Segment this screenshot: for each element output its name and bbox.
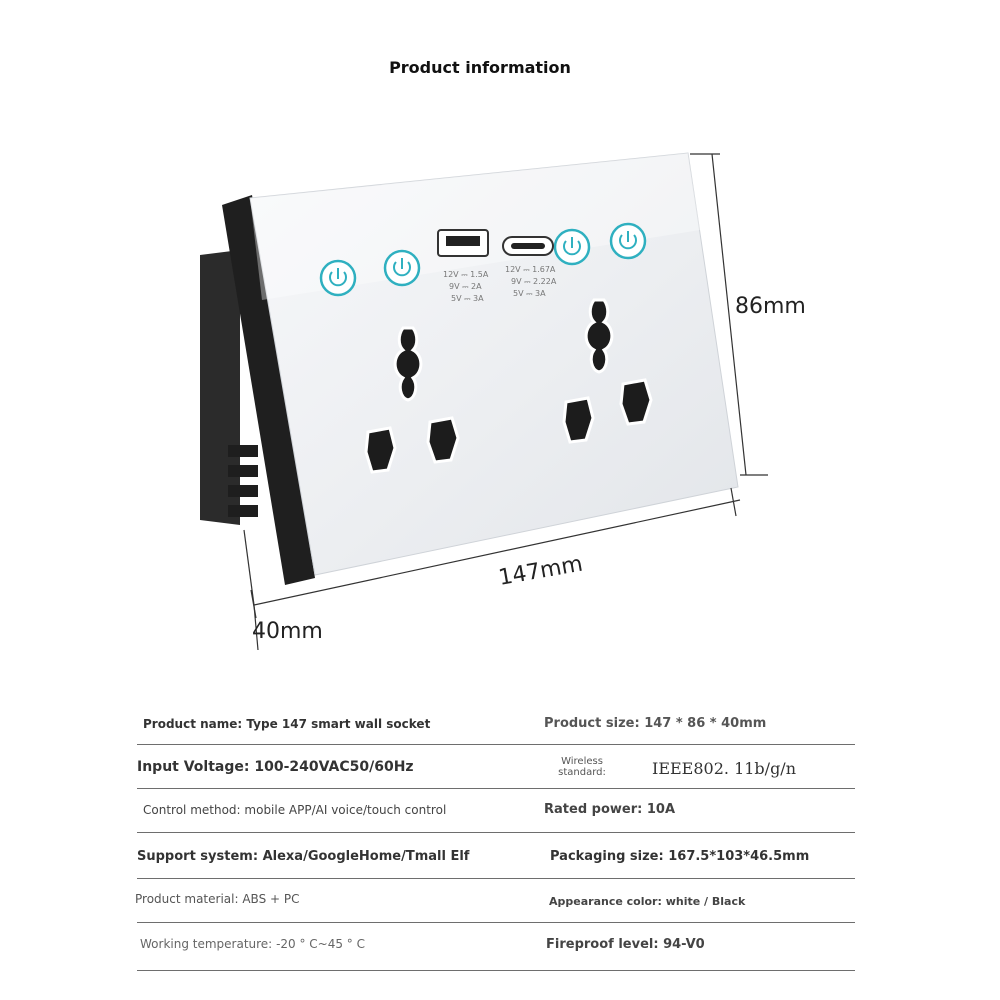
- product-name-field: Product name: Type 147 smart wall socket: [143, 717, 431, 731]
- usb-a-spec-3: 5V ⎓ 3A: [451, 294, 484, 303]
- depth-label: 40mm: [252, 619, 323, 644]
- socket-back-housing: [200, 195, 315, 585]
- touch-button-3[interactable]: [553, 228, 591, 266]
- spec-row-6: Working temperature: -20 ° C~45 ° C Fire…: [137, 923, 855, 971]
- usb-c-spec-2: 9V ⎓ 2.22A: [511, 277, 557, 286]
- usb-c-spec-3: 5V ⎓ 3A: [513, 289, 546, 298]
- spec-row-2: Input Voltage: 100-240VAC50/60Hz Wireles…: [137, 745, 855, 789]
- page-title: Product information: [389, 58, 571, 77]
- touch-button-4[interactable]: [609, 222, 647, 260]
- width-label: 147mm: [497, 552, 585, 591]
- wireless-label: Wireless standard:: [558, 756, 606, 778]
- usb-c-port: [502, 236, 554, 256]
- spec-row-5: Product material: ABS + PC Appearance co…: [135, 879, 855, 923]
- touch-button-1[interactable]: [319, 259, 357, 297]
- usb-a-spec-1: 12V ⎓ 1.5A: [443, 270, 489, 279]
- packaging-size-field: Packaging size: 167.5*103*46.5mm: [550, 849, 810, 864]
- usb-a-spec-2: 9V ⎓ 2A: [449, 282, 482, 291]
- rated-power-field: Rated power: 10A: [544, 802, 676, 817]
- input-voltage-field: Input Voltage: 100-240VAC50/60Hz: [137, 759, 414, 775]
- control-method-field: Control method: mobile APP/AI voice/touc…: [143, 803, 447, 817]
- appearance-color-field: Appearance color: white / Black: [549, 895, 746, 908]
- socket-right: [562, 298, 653, 444]
- support-system-field: Support system: Alexa/GoogleHome/Tmall E…: [137, 849, 470, 864]
- dimension-height: [690, 153, 768, 476]
- working-temp-field: Working temperature: -20 ° C~45 ° C: [140, 937, 366, 951]
- usb-c-spec-1: 12V ⎓ 1.67A: [505, 265, 556, 274]
- wireless-value: IEEE802. 11b/g/n: [652, 759, 796, 778]
- material-field: Product material: ABS + PC: [135, 892, 300, 906]
- fireproof-field: Fireproof level: 94-V0: [546, 937, 705, 952]
- spec-row-4: Support system: Alexa/GoogleHome/Tmall E…: [137, 833, 855, 879]
- touch-button-2[interactable]: [383, 249, 421, 287]
- spec-row-1: Product name: Type 147 smart wall socket…: [137, 700, 855, 745]
- dimension-depth: [243, 529, 259, 651]
- product-illustration: 12V ⎓ 1.5A 9V ⎓ 2A 5V ⎓ 3A 12V ⎓ 1.67A 9…: [200, 152, 806, 651]
- socket-left: [364, 326, 460, 474]
- product-size-field: Product size: 147 * 86 * 40mm: [544, 716, 767, 731]
- usb-a-port: [437, 229, 489, 257]
- spec-table: Product name: Type 147 smart wall socket…: [135, 700, 855, 980]
- spec-row-3: Control method: mobile APP/AI voice/touc…: [137, 789, 855, 833]
- height-label: 86mm: [735, 294, 806, 319]
